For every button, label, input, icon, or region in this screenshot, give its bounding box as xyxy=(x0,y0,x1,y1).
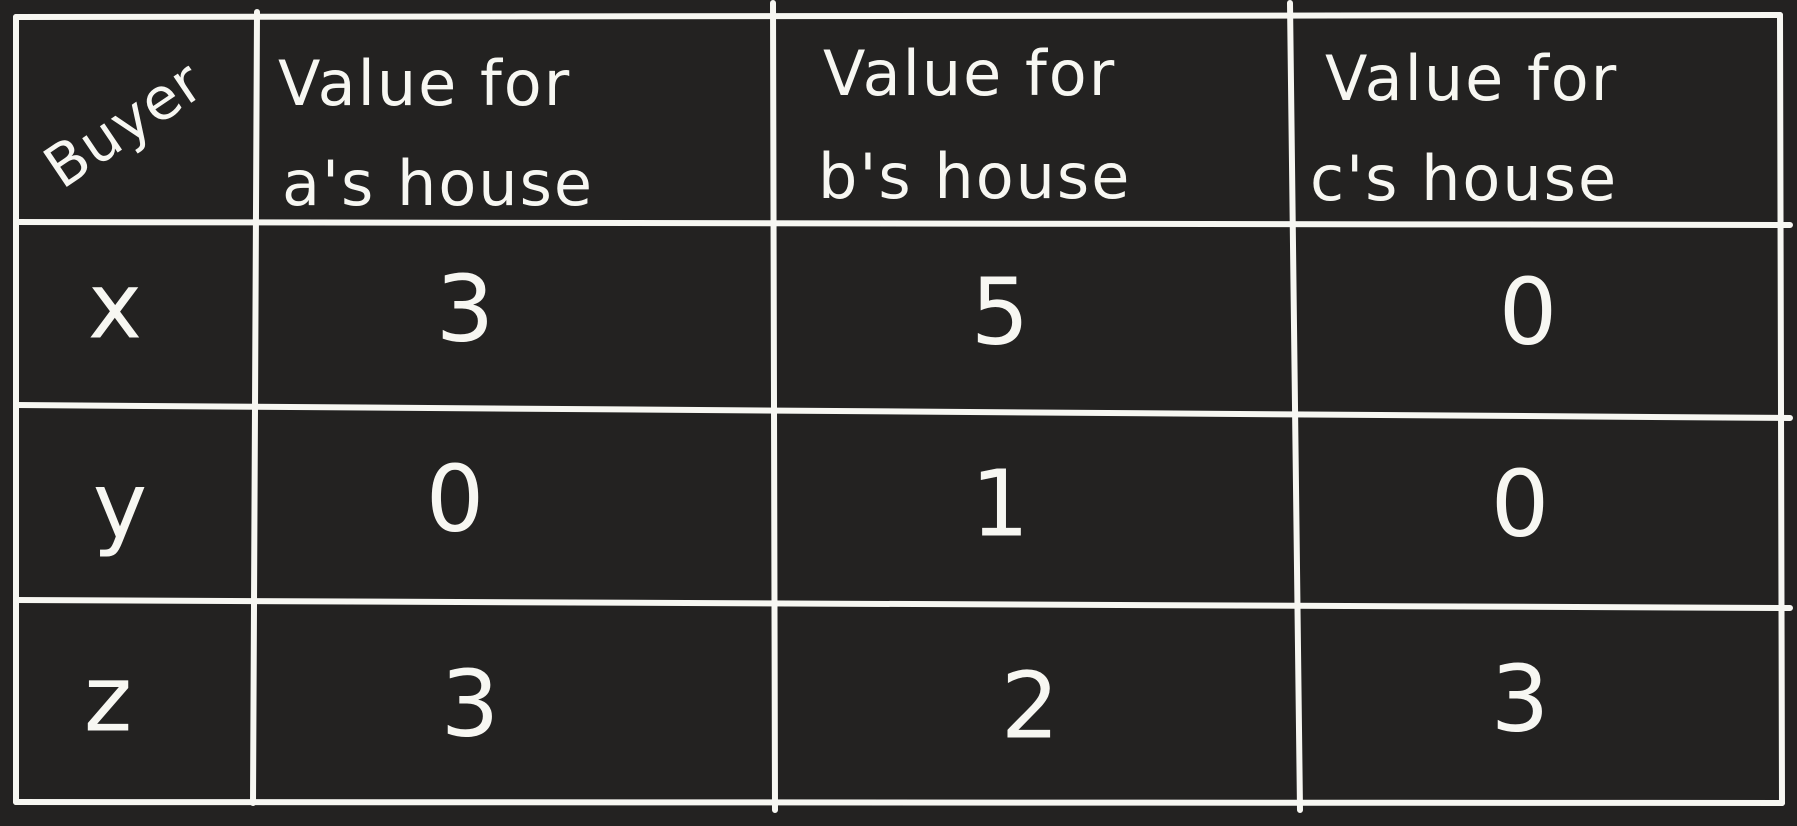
grid-line-top xyxy=(13,12,1783,20)
column-header-a-line2: a's house xyxy=(282,147,594,220)
row-z-value-c: 3 xyxy=(1491,645,1550,752)
column-header-b-line2: b's house xyxy=(818,140,1131,213)
row-x-buyer: x xyxy=(88,252,142,359)
row-z-buyer: z xyxy=(84,645,132,752)
row-z-value-b: 2 xyxy=(1001,652,1060,759)
row-y-value-a: 0 xyxy=(426,445,485,552)
grid-line-col-2 xyxy=(770,0,778,813)
row-y-buyer: y xyxy=(93,452,147,559)
grid-line-row-1 xyxy=(13,219,1793,228)
row-y-value-b: 1 xyxy=(971,450,1030,557)
column-header-a-line1: Value for xyxy=(278,47,571,120)
column-header-c-line1: Value for xyxy=(1325,42,1618,115)
buyer-header: Buyer xyxy=(32,47,215,201)
row-x-value-c: 0 xyxy=(1499,258,1558,365)
column-header-b-line1: Value for xyxy=(823,37,1116,110)
row-z-value-a: 3 xyxy=(441,650,500,757)
grid-line-right xyxy=(1777,12,1785,806)
grid-line-row-2 xyxy=(13,402,1793,421)
row-y-value-c: 0 xyxy=(1491,450,1550,557)
row-x-value-b: 5 xyxy=(971,258,1030,365)
row-x-value-a: 3 xyxy=(436,255,495,362)
grid-line-row-3 xyxy=(13,597,1793,611)
column-header-c-line2: c's house xyxy=(1310,142,1618,215)
grid-line-bottom xyxy=(13,799,1785,806)
grid-line-col-3 xyxy=(1287,0,1303,813)
